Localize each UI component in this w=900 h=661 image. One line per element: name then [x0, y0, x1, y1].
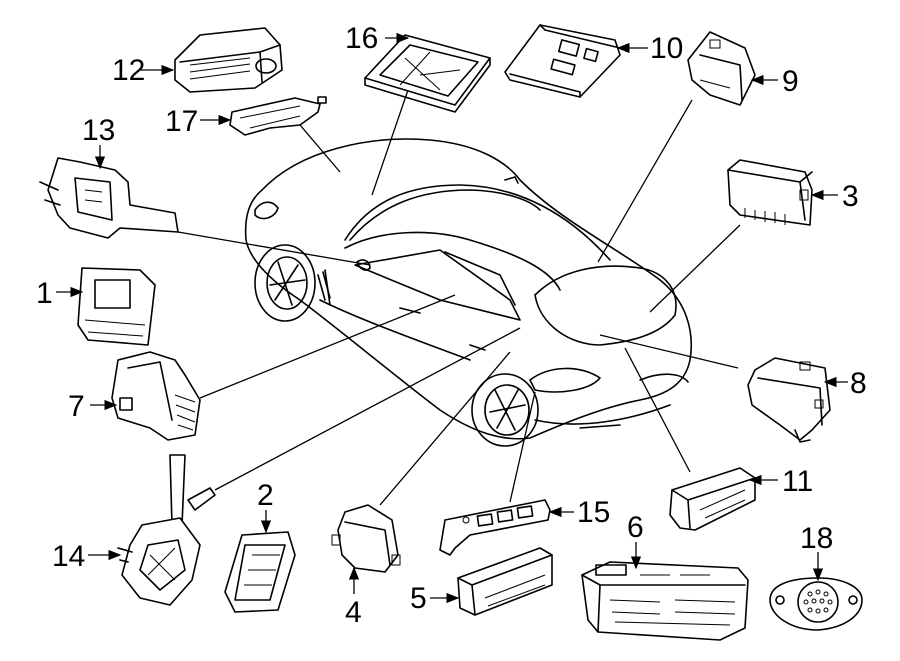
- callout-6: 6: [627, 511, 644, 544]
- callout-arrows: [56, 32, 848, 604]
- callout-2: 2: [257, 479, 274, 512]
- callout-7: 7: [68, 390, 85, 423]
- callout-12: 12: [112, 54, 145, 87]
- part-5-drawing: [457, 547, 553, 616]
- part-11-drawing: [669, 467, 756, 531]
- callout-13: 13: [82, 114, 115, 147]
- callout-15: 15: [577, 496, 610, 529]
- callout-9: 9: [782, 65, 799, 98]
- callout-14: 14: [52, 540, 85, 573]
- callout-3: 3: [842, 180, 859, 213]
- callout-8: 8: [850, 367, 867, 400]
- leader-lines: [177, 89, 741, 506]
- callout-18: 18: [800, 522, 833, 555]
- callout-labels: 12 17 16 10 9 13 1 7 14 2 4 15 5 6 18 11…: [36, 22, 867, 629]
- callout-4: 4: [345, 596, 362, 629]
- callout-17: 17: [165, 105, 198, 138]
- callout-1: 1: [36, 277, 53, 310]
- callout-10: 10: [650, 32, 683, 65]
- part-10-drawing: [504, 24, 621, 98]
- part-12-drawing: [174, 27, 283, 93]
- part-8-drawing: [747, 357, 831, 443]
- part-3-drawing: [727, 159, 813, 226]
- part-14-drawing: [117, 454, 216, 606]
- part-18-drawing: [769, 577, 863, 631]
- car-illustration: [244, 138, 692, 447]
- part-1-drawing: [77, 267, 156, 346]
- callout-5: 5: [410, 582, 427, 615]
- part-6-drawing: [581, 561, 749, 641]
- part-16-drawing: [364, 34, 491, 113]
- part-2-drawing: [224, 531, 296, 613]
- part-4-drawing: [331, 504, 401, 573]
- part-9-drawing: [687, 31, 756, 106]
- part-15-drawing: [439, 499, 551, 556]
- part-7-drawing: [111, 351, 201, 441]
- part-13-drawing: [39, 157, 179, 239]
- part-17-drawing: [229, 96, 327, 136]
- callout-11: 11: [782, 465, 813, 498]
- callout-16: 16: [345, 22, 378, 55]
